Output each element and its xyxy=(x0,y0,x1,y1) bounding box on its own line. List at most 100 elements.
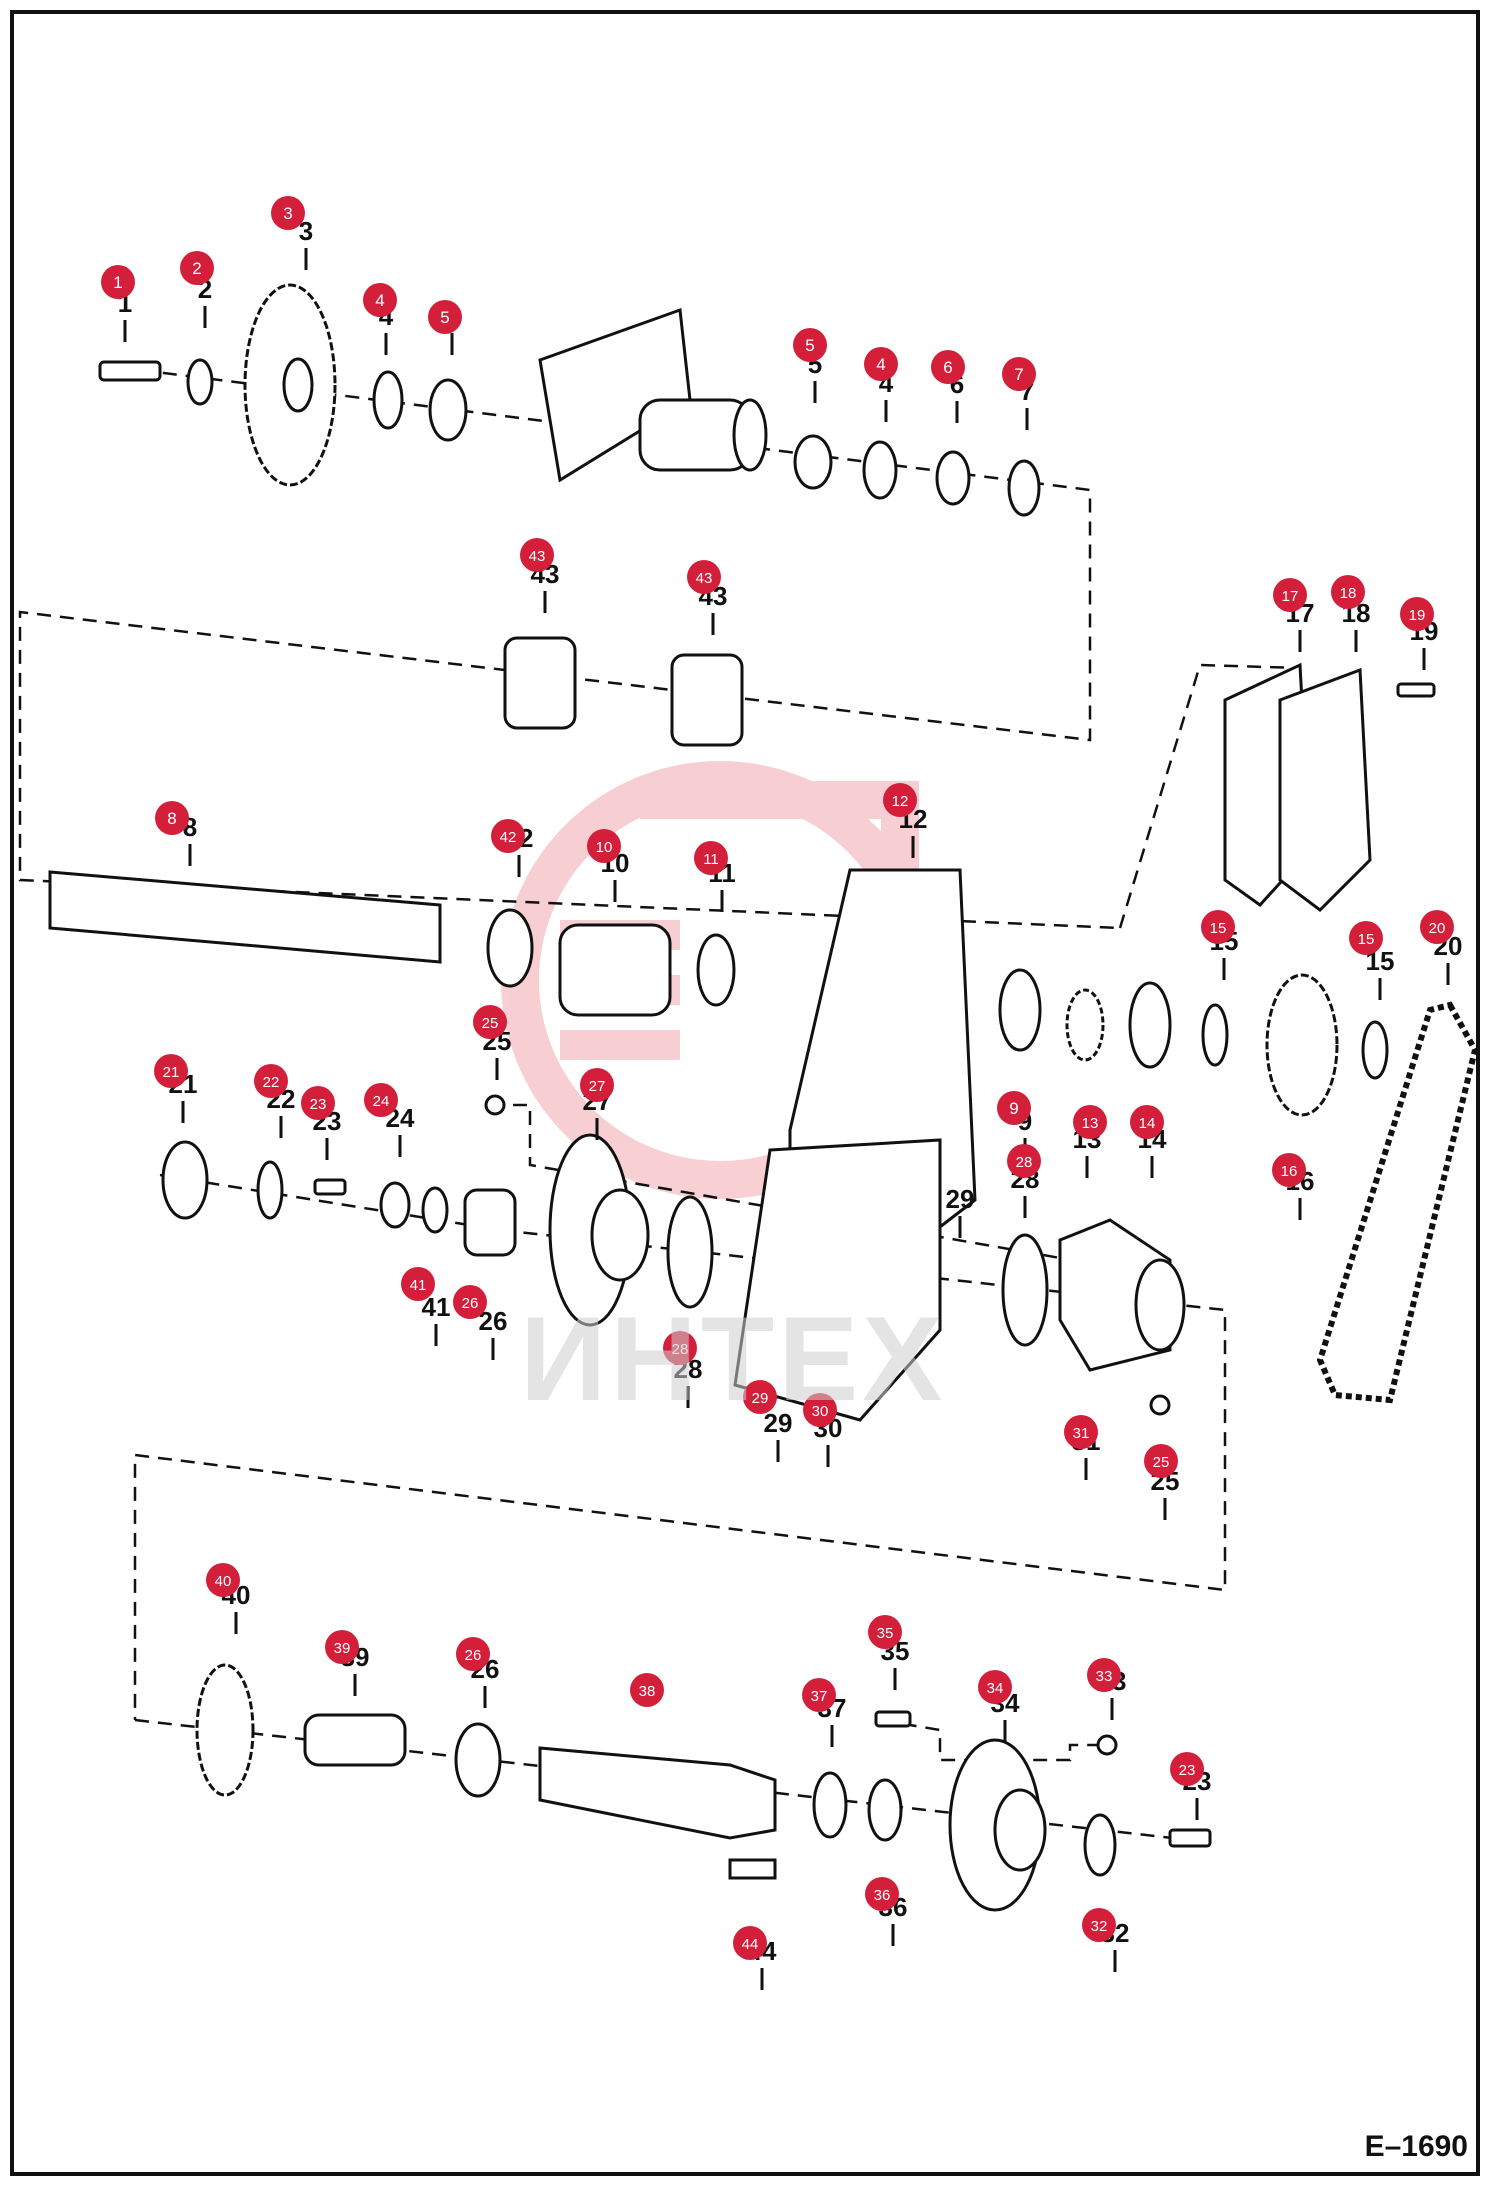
callout-marker-29[interactable]: 29 xyxy=(743,1380,777,1414)
callout-marker-20[interactable]: 20 xyxy=(1420,910,1454,944)
callout-number: 5 xyxy=(440,308,449,327)
callout-number: 32 xyxy=(1091,1918,1108,1935)
callout-marker-33[interactable]: 33 xyxy=(1087,1658,1121,1692)
callout-circle xyxy=(456,1637,490,1671)
callout-marker-25[interactable]: 25 xyxy=(1144,1444,1178,1478)
callout-circle xyxy=(793,328,827,362)
callout-number: 37 xyxy=(811,1688,828,1705)
callout-circle xyxy=(931,350,965,384)
callout-marker-27[interactable]: 27 xyxy=(580,1068,614,1102)
callout-circle xyxy=(1087,1658,1121,1692)
callout-number: 15 xyxy=(1358,931,1375,948)
callout-marker-31[interactable]: 31 xyxy=(1064,1415,1098,1449)
callout-marker-17[interactable]: 17 xyxy=(1273,578,1307,612)
callout-number: 13 xyxy=(1082,1115,1099,1132)
callout-marker-11[interactable]: 11 xyxy=(694,841,728,875)
callout-marker-44[interactable]: 44 xyxy=(733,1926,767,1960)
callout-circle xyxy=(325,1630,359,1664)
callout-number: 1 xyxy=(113,273,122,292)
callout-marker-36[interactable]: 36 xyxy=(865,1877,899,1911)
callout-marker-23[interactable]: 23 xyxy=(301,1086,335,1120)
callout-marker-7[interactable]: 7 xyxy=(1002,357,1036,391)
callout-marker-28[interactable]: 28 xyxy=(663,1331,697,1365)
callout-marker-8[interactable]: 8 xyxy=(155,801,189,835)
callout-circle xyxy=(978,1670,1012,1704)
callout-number: 8 xyxy=(167,809,176,828)
callout-number: 38 xyxy=(639,1683,656,1700)
callout-number: 42 xyxy=(500,829,517,846)
callout-circle xyxy=(1349,921,1383,955)
callout-circle xyxy=(1170,1752,1204,1786)
callout-marker-3[interactable]: 3 xyxy=(271,196,305,230)
callout-number: 26 xyxy=(465,1647,482,1664)
callout-marker-12[interactable]: 12 xyxy=(883,783,917,817)
callout-number: 26 xyxy=(462,1295,479,1312)
callout-circle xyxy=(155,801,189,835)
callout-circle xyxy=(733,1926,767,1960)
callout-marker-5[interactable]: 5 xyxy=(793,328,827,362)
callout-marker-5[interactable]: 5 xyxy=(428,300,462,334)
callout-number: 29 xyxy=(752,1390,769,1407)
callout-marker-30[interactable]: 30 xyxy=(803,1393,837,1427)
callout-marker-15[interactable]: 15 xyxy=(1349,921,1383,955)
callout-marker-35[interactable]: 35 xyxy=(868,1615,902,1649)
callout-marker-43[interactable]: 43 xyxy=(687,560,721,594)
callout-number: 20 xyxy=(1429,920,1446,937)
callout-marker-41[interactable]: 41 xyxy=(401,1267,435,1301)
callout-circle xyxy=(101,265,135,299)
callout-number: 43 xyxy=(529,548,546,565)
callout-marker-25[interactable]: 25 xyxy=(473,1005,507,1039)
callout-circle xyxy=(868,1615,902,1649)
callout-circle xyxy=(1002,357,1036,391)
callout-marker-14[interactable]: 14 xyxy=(1130,1105,1164,1139)
callout-circle xyxy=(803,1393,837,1427)
callout-marker-21[interactable]: 21 xyxy=(154,1054,188,1088)
callout-circle xyxy=(1082,1908,1116,1942)
figure-code: E–1690 xyxy=(1364,2130,1468,2163)
callout-marker-13[interactable]: 13 xyxy=(1073,1105,1107,1139)
watermark-text: ИНТЕХ xyxy=(520,1292,947,1426)
part-drawings xyxy=(48,283,1479,1912)
callout-marker-40[interactable]: 40 xyxy=(206,1563,240,1597)
callout-marker-32[interactable]: 32 xyxy=(1082,1908,1116,1942)
callout-marker-4[interactable]: 4 xyxy=(363,283,397,317)
callout-marker-23[interactable]: 23 xyxy=(1170,1752,1204,1786)
callout-circle xyxy=(687,560,721,594)
callout-marker-4[interactable]: 4 xyxy=(864,347,898,381)
callout-marker-15[interactable]: 15 xyxy=(1201,910,1235,944)
callout-circle xyxy=(865,1877,899,1911)
callout-marker-26[interactable]: 26 xyxy=(453,1285,487,1319)
callout-number: 3 xyxy=(283,204,292,223)
callout-circle xyxy=(1331,575,1365,609)
callout-circle xyxy=(1007,1144,1041,1178)
callout-circle xyxy=(802,1678,836,1712)
callout-number: 16 xyxy=(1281,1163,1298,1180)
callout-number: 33 xyxy=(1096,1668,1113,1685)
callout-marker-16[interactable]: 16 xyxy=(1272,1153,1306,1187)
callout-marker-38[interactable]: 38 xyxy=(630,1673,664,1707)
callout-marker-42[interactable]: 42 xyxy=(491,819,525,853)
callout-marker-26[interactable]: 26 xyxy=(456,1637,490,1671)
callout-marker-9[interactable]: 9 xyxy=(997,1091,1031,1125)
callout-marker-1[interactable]: 1 xyxy=(101,265,135,299)
callout-number: 41 xyxy=(410,1277,427,1294)
callout-circle xyxy=(473,1005,507,1039)
callout-marker-10[interactable]: 10 xyxy=(587,829,621,863)
callout-number: 22 xyxy=(263,1074,280,1091)
callout-marker-37[interactable]: 37 xyxy=(802,1678,836,1712)
callout-marker-34[interactable]: 34 xyxy=(978,1670,1012,1704)
callout-marker-39[interactable]: 39 xyxy=(325,1630,359,1664)
callout-circle xyxy=(743,1380,777,1414)
callout-marker-2[interactable]: 2 xyxy=(180,251,214,285)
callout-number: 11 xyxy=(703,851,719,868)
callout-marker-19[interactable]: 19 xyxy=(1400,597,1434,631)
callout-marker-24[interactable]: 24 xyxy=(364,1083,398,1117)
callout-marker-43[interactable]: 43 xyxy=(520,538,554,572)
callout-circle xyxy=(453,1285,487,1319)
callout-number: 31 xyxy=(1073,1425,1090,1442)
callout-marker-28[interactable]: 28 xyxy=(1007,1144,1041,1178)
callout-marker-6[interactable]: 6 xyxy=(931,350,965,384)
callout-marker-22[interactable]: 22 xyxy=(254,1064,288,1098)
callout-marker-18[interactable]: 18 xyxy=(1331,575,1365,609)
